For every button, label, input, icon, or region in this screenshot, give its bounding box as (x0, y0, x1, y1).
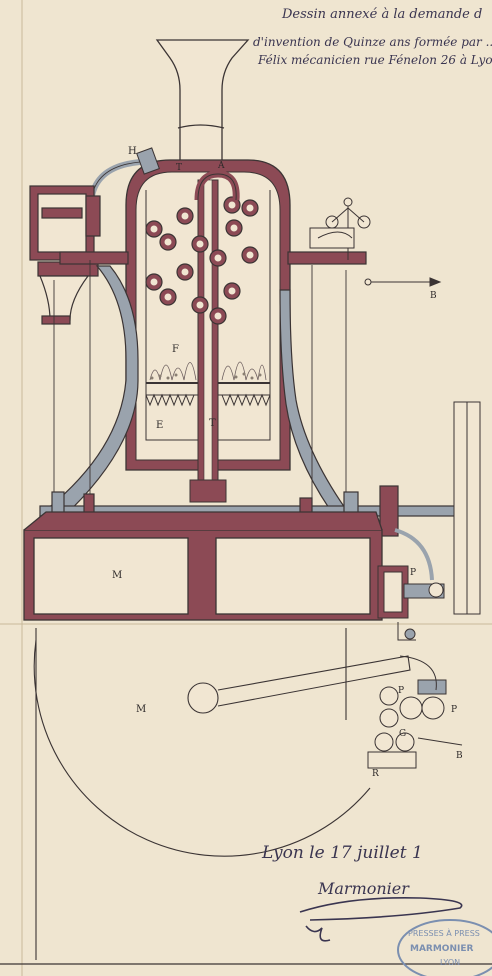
plan-view (33, 628, 463, 960)
label-p-plan1: P (398, 686, 404, 696)
header-note: Dessin annexé à la demande d d'invention… (253, 7, 492, 67)
steam-coil (145, 170, 259, 325)
stamp-line1: PRESSES À PRESS (408, 927, 480, 938)
part-labels: H T A F E T B M P M P P G R B (112, 146, 463, 779)
label-p-elev: P (410, 568, 416, 578)
label-g: G (399, 729, 406, 739)
label-r: R (372, 769, 379, 779)
stamp-line2: MARMONIER (410, 944, 473, 954)
signature-name: Marmonier (317, 879, 410, 898)
label-t: T (209, 418, 216, 429)
label-a: A (217, 161, 225, 171)
header-note-line3: Félix mécanicien rue Fénelon 26 à Lyo (257, 53, 492, 67)
engine-bed (23, 511, 383, 621)
label-h: H (128, 146, 137, 157)
signature-flourish (299, 896, 463, 942)
header-note-line2: d'invention de Quinze ans formée par ... (253, 35, 492, 49)
rods (53, 260, 347, 525)
plan-pump (367, 655, 463, 769)
label-p-plan2: P (451, 705, 457, 715)
label-e: E (156, 420, 163, 431)
signature-block: Lyon le 17 juillet 1 Marmonier (261, 843, 463, 942)
label-b-plan: B (456, 751, 463, 761)
label-m-elev: M (112, 570, 122, 581)
pump-assembly (377, 528, 445, 641)
frame-plate (45, 251, 367, 521)
throttle-lever (364, 277, 442, 287)
label-m-plan: M (136, 704, 146, 715)
signature-place-date: Lyon le 17 juillet 1 (261, 843, 423, 863)
flywheel-side (453, 401, 481, 615)
maker-stamp: PRESSES À PRESS MARMONIER LYON (397, 919, 492, 976)
label-f: F (172, 344, 179, 355)
label-t-top: T (176, 163, 182, 173)
stamp-line3: LYON (440, 958, 460, 967)
label-b-top: B (430, 291, 437, 301)
governor (309, 197, 371, 260)
header-note-line1: Dessin annexé à la demande d (281, 7, 482, 22)
